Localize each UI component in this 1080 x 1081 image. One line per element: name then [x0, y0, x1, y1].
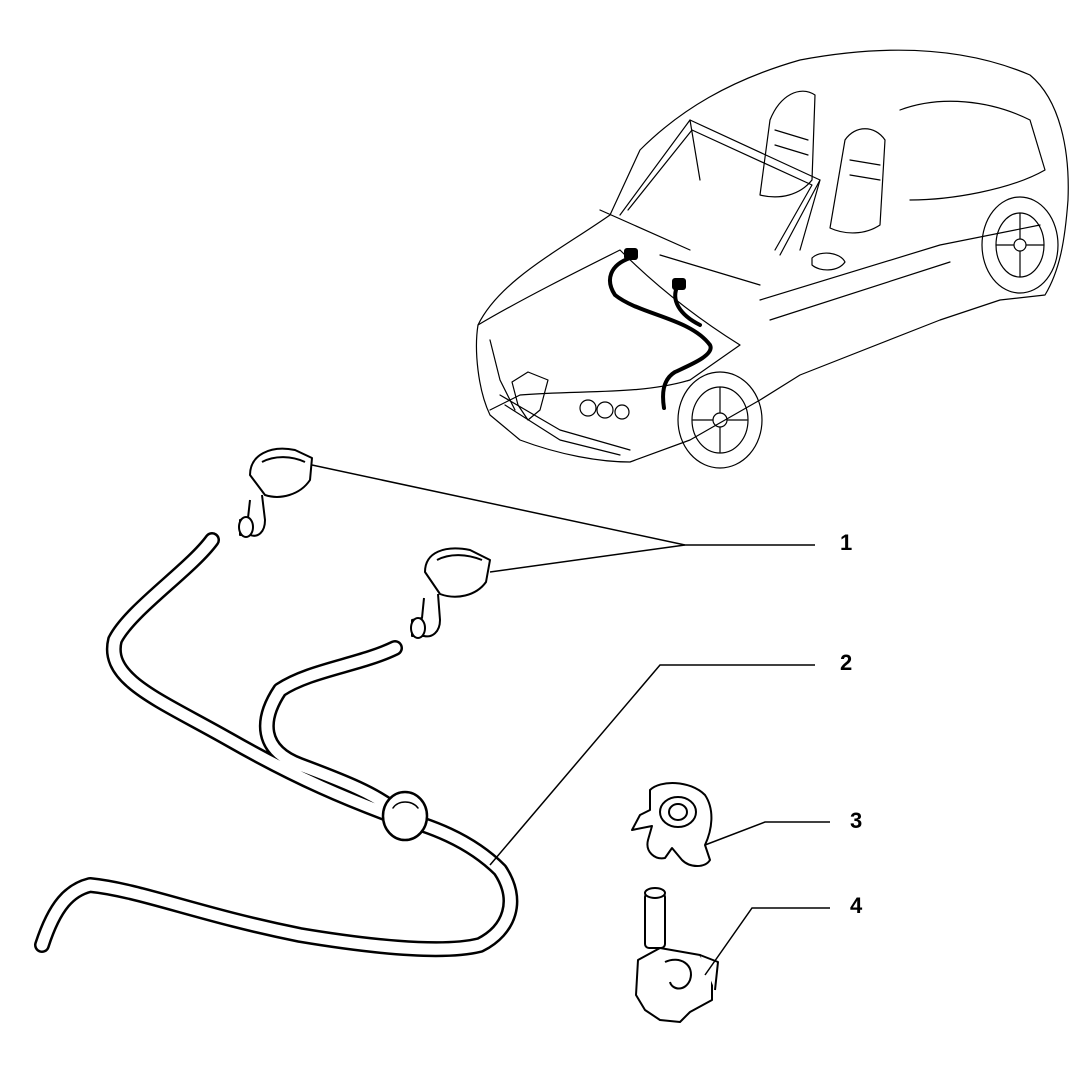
callout-3: 3: [850, 808, 863, 833]
washer-hose-icon: [34, 532, 519, 958]
callout-2: 2: [840, 650, 853, 675]
callout-4: 4: [850, 893, 863, 918]
hose-connector-clip-icon: [635, 887, 719, 1023]
installed-washer-hose: [608, 256, 713, 410]
convertible-car-icon: [475, 49, 1069, 469]
installed-nozzle-icon: [624, 248, 686, 290]
leader-lines: [311, 464, 830, 976]
hose-clip-icon: [631, 782, 713, 867]
washer-nozzle-icon: [238, 447, 491, 639]
callout-1: 1: [840, 530, 853, 555]
